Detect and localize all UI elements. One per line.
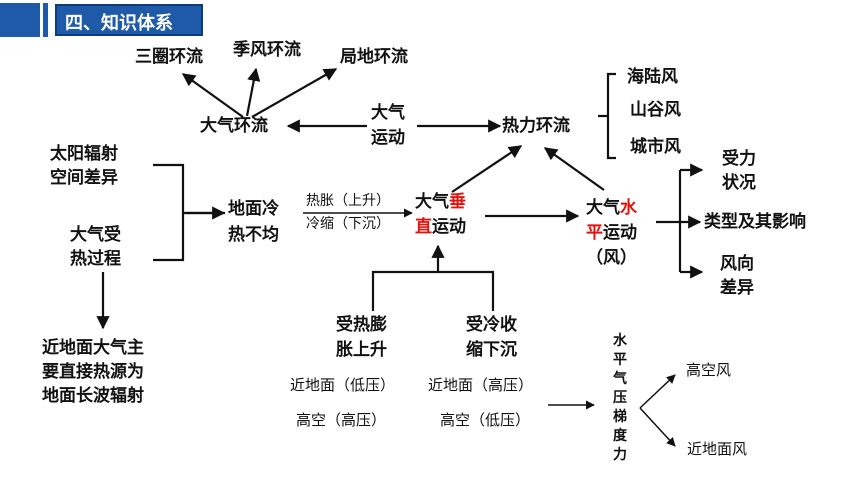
node-jifeng-huanliu: 季风环流 <box>233 40 301 60</box>
node-chengshi-feng: 城市风 <box>630 137 681 157</box>
node-shouleng-line2: 缩下沉 <box>466 340 517 360</box>
shuiping-text-d: 运动 <box>603 223 637 243</box>
node-gaokong-feng: 高空风 <box>686 361 732 379</box>
node-taiyang-fushe-line1: 太阳辐射 <box>50 144 118 164</box>
node-shuiping-yundong-line1: 大气水 <box>586 198 637 219</box>
node-daqi-shoure-line2: 热过程 <box>70 249 121 269</box>
brace-reli-examples <box>598 72 616 160</box>
shuiping-text-b: 水 <box>620 198 637 218</box>
node-chuizhi-yundong-line1: 大气垂 <box>415 192 466 213</box>
arrow-to-jifeng <box>245 67 261 117</box>
node-jindi-reyuan-line2: 要直接热源为 <box>42 362 144 382</box>
node-chuizhi-yundong-line2: 直运动 <box>415 217 466 238</box>
label-jindimian-diya: 近地面（低压） <box>290 376 396 394</box>
header-accent-bar <box>0 3 40 37</box>
node-daqi-shoure-line1: 大气受 <box>70 225 121 245</box>
node-shouli-line1: 受力 <box>722 149 756 169</box>
label-gaokong-diya: 高空（低压） <box>440 411 531 429</box>
arrow-shuiping-to-reli <box>543 147 605 191</box>
node-shoure-line2: 胀上升 <box>336 340 387 360</box>
node-sanquan-huanliu: 三圈环流 <box>135 47 203 67</box>
fork-shoure-shouleng <box>371 270 495 311</box>
chuizhi-text-d: 运动 <box>432 217 466 237</box>
node-shuiping-yundong-line2: 平运动 <box>586 223 637 244</box>
node-jindi-reyuan-line1: 近地面大气主 <box>42 338 144 358</box>
node-shoure-line1: 受热膨 <box>336 315 387 335</box>
node-judi-huanliu: 局地环流 <box>340 47 408 67</box>
chuizhi-text-b: 垂 <box>449 192 466 212</box>
node-shouleng-line1: 受冷收 <box>466 315 517 335</box>
shuiping-text-c: 平 <box>586 223 603 243</box>
arrow-to-judi <box>251 68 338 118</box>
label-gaokong-gaoya: 高空（高压） <box>296 411 387 429</box>
node-shouli-line2: 状况 <box>722 173 756 193</box>
label-lengsuo: 冷缩（下沉） <box>306 216 390 232</box>
arrow-chuizhi-to-reli <box>451 145 523 193</box>
section-title-text: 四、知识体系 <box>65 13 173 34</box>
node-shangu-feng: 山谷风 <box>630 100 681 120</box>
arrow-to-sanquan <box>181 73 244 118</box>
node-taiyang-fushe-line2: 空间差异 <box>50 168 118 188</box>
node-hailu-feng: 海陆风 <box>627 67 678 87</box>
chuizhi-text-a: 大气 <box>415 192 449 212</box>
chuizhi-text-c: 直 <box>415 217 432 237</box>
node-fengxiang-line2: 差异 <box>720 278 754 298</box>
node-shuiping-qiya-tiduli: 水平气压梯度力 <box>613 333 627 463</box>
shuiping-text-a: 大气 <box>586 198 620 218</box>
node-jindimian-feng: 近地面风 <box>687 440 748 458</box>
node-daqi-yundong-line1: 大气 <box>371 103 405 123</box>
node-jindi-reyuan-line3: 地面长波辐射 <box>42 386 144 406</box>
node-daqi-yundong-line2: 运动 <box>371 128 405 148</box>
node-shuiping-yundong-line3: （风） <box>586 248 637 268</box>
node-fengxiang-line1: 风向 <box>720 254 754 274</box>
node-leixing-yingxiang: 类型及其影响 <box>704 212 806 232</box>
label-rezhang: 热胀（上升） <box>306 193 390 209</box>
node-dimian-lengre-line2: 热不均 <box>228 225 279 245</box>
arrow-to-jindimian-feng <box>639 407 676 447</box>
node-dimian-lengre-line1: 地面冷 <box>228 199 279 219</box>
section-title: 四、知识体系 <box>55 4 203 36</box>
arrow-to-gaokong-feng <box>639 374 676 409</box>
header-accent-line <box>43 3 48 37</box>
node-daqi-huanliu: 大气环流 <box>200 116 268 136</box>
label-jindimian-gaoya: 近地面（高压） <box>428 376 534 394</box>
node-reli-huanliu: 热力环流 <box>502 116 570 136</box>
